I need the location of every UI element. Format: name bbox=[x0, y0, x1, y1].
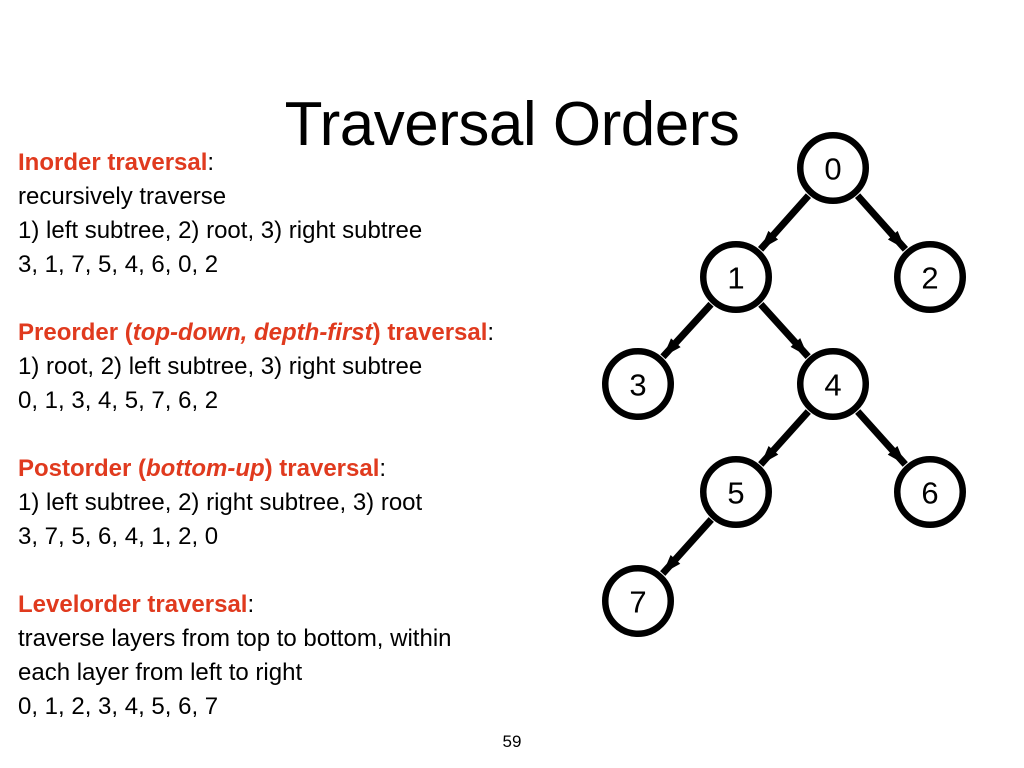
node-label: 2 bbox=[921, 261, 938, 296]
tree-node-6[interactable]: 6 bbox=[894, 456, 966, 528]
traversal-block: Preorder (top-down, depth-first) travers… bbox=[18, 316, 578, 418]
node-label: 4 bbox=[824, 368, 841, 403]
tree-edge-1-4 bbox=[758, 302, 811, 359]
tree-node-2[interactable]: 2 bbox=[894, 241, 966, 313]
arrowhead-icon bbox=[760, 230, 779, 250]
heading-main: Inorder traversal bbox=[18, 149, 208, 176]
node-circle bbox=[797, 132, 869, 204]
traversal-line: 0, 1, 3, 4, 5, 7, 6, 2 bbox=[18, 387, 219, 414]
arrowhead-icon bbox=[887, 445, 906, 465]
traversal-line: 3, 1, 7, 5, 4, 6, 0, 2 bbox=[18, 251, 219, 278]
node-circle bbox=[602, 565, 674, 637]
node-circle bbox=[894, 456, 966, 528]
traversal-block: Postorder (bottom-up) traversal: 1) left … bbox=[18, 452, 578, 554]
heading-colon: : bbox=[487, 319, 495, 346]
node-circle bbox=[700, 241, 772, 313]
traversal-line: 1) left subtree, 2) right subtree, 3) ro… bbox=[18, 489, 423, 516]
heading-main: Postorder ( bbox=[18, 455, 147, 482]
traversal-block: Levelorder traversal: traverse layers fro… bbox=[18, 588, 578, 724]
arrowhead-icon bbox=[790, 338, 809, 357]
heading-tail: ) traversal bbox=[372, 319, 488, 346]
node-circle bbox=[894, 241, 966, 313]
tree-node-3[interactable]: 3 bbox=[602, 348, 674, 420]
traversal-heading: Levelorder traversal: bbox=[18, 588, 578, 622]
tree-edge-4-6 bbox=[855, 409, 908, 467]
arrowhead-icon bbox=[887, 230, 906, 250]
tree-node-5[interactable]: 5 bbox=[700, 456, 772, 528]
tree-node-7[interactable]: 7 bbox=[602, 565, 674, 637]
tree-nodes: 0 1 2 3 4 5 6 7 bbox=[602, 132, 966, 637]
arrowhead-icon bbox=[760, 445, 779, 465]
tree-edge-1-3 bbox=[660, 301, 714, 360]
traversal-line: 0, 1, 2, 3, 4, 5, 6, 7 bbox=[18, 693, 219, 720]
heading-emphasis: top-down, depth-first bbox=[132, 319, 373, 346]
tree-edge-4-5 bbox=[758, 409, 811, 467]
tree-svg-canvas: 0 1 2 3 4 5 6 7 bbox=[602, 132, 966, 637]
heading-tail: ) traversal bbox=[264, 455, 380, 482]
traversal-line: traverse layers from top to bottom, with… bbox=[18, 625, 452, 652]
traversal-heading: Postorder (bottom-up) traversal: bbox=[18, 452, 578, 486]
tree-node-4[interactable]: 4 bbox=[797, 348, 869, 420]
node-circle bbox=[700, 456, 772, 528]
traversal-line: 1) left subtree, 2) root, 3) right subtr… bbox=[18, 217, 423, 244]
heading-emphasis: bottom-up bbox=[146, 455, 265, 482]
tree-edge-5-7 bbox=[660, 517, 714, 576]
traversal-line: recursively traverse bbox=[18, 183, 227, 210]
node-label: 6 bbox=[921, 476, 938, 511]
tree-edge-0-2 bbox=[854, 193, 909, 252]
traversal-line: 1) root, 2) left subtree, 3) right subtr… bbox=[18, 353, 423, 380]
arrowhead-icon bbox=[662, 338, 681, 357]
traversal-line: each layer from left to right bbox=[18, 659, 303, 686]
page-title: Traversal Orders bbox=[284, 89, 740, 159]
heading-colon: : bbox=[207, 149, 215, 176]
traversal-heading: Preorder (top-down, depth-first) travers… bbox=[18, 316, 578, 350]
traversal-heading: Inorder traversal: bbox=[18, 146, 578, 180]
traversal-line: 3, 7, 5, 6, 4, 1, 2, 0 bbox=[18, 523, 219, 550]
node-label: 0 bbox=[824, 152, 841, 187]
node-label: 5 bbox=[727, 476, 744, 511]
tree-edge-0-1 bbox=[757, 193, 812, 252]
tree-node-0[interactable]: 0 bbox=[797, 132, 869, 204]
page-number: 59 bbox=[502, 732, 522, 751]
node-label: 3 bbox=[629, 368, 646, 403]
arrowhead-icon bbox=[662, 555, 681, 574]
node-circle bbox=[602, 348, 674, 420]
node-circle bbox=[797, 348, 869, 420]
heading-main: Levelorder traversal bbox=[18, 591, 248, 618]
node-label: 7 bbox=[629, 585, 646, 620]
heading-main: Preorder ( bbox=[18, 319, 133, 346]
heading-colon: : bbox=[379, 455, 387, 482]
node-label: 1 bbox=[727, 261, 744, 296]
binary-tree-diagram: 0 1 2 3 4 5 6 7 bbox=[580, 120, 1024, 660]
traversal-descriptions: Inorder traversal: recursively traverse 1)… bbox=[18, 146, 578, 724]
tree-node-1[interactable]: 1 bbox=[700, 241, 772, 313]
heading-colon: : bbox=[247, 591, 255, 618]
traversal-block: Inorder traversal: recursively traverse 1)… bbox=[18, 146, 578, 282]
tree-edges bbox=[660, 193, 909, 576]
